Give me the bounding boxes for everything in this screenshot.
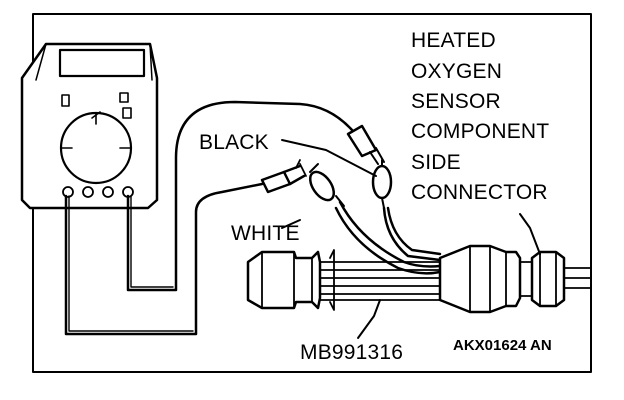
multimeter [20,42,159,210]
sensor-side-connector [530,250,591,308]
connector-leader [519,213,541,255]
meter-button-right [119,92,129,103]
sensor-title-line-3: SENSOR [411,90,501,113]
white-test-lead [64,182,264,336]
harness-part-label: MB991316 [300,341,404,364]
black-probe [346,124,393,209]
black-lead-label: BLACK [199,131,269,154]
black-test-lead [126,100,366,292]
sensor-title-line-5: SIDE [411,151,461,174]
white-leader [281,219,301,229]
harness-mb991316 [246,244,541,314]
harness-leader [357,299,381,339]
sensor-title-line-2: OXYGEN [411,60,503,83]
figure-code: AKX01624 AN [453,337,552,354]
meter-display [58,48,146,78]
white-probe [260,159,345,207]
sensor-title-line-6: CONNECTOR [411,181,548,204]
sensor-title-line-1: HEATED [411,29,496,52]
white-lead-label: WHITE [231,222,300,245]
black-leader [281,139,377,177]
meter-button-left [61,94,70,107]
sensor-title-line-4: COMPONENT [411,120,550,143]
